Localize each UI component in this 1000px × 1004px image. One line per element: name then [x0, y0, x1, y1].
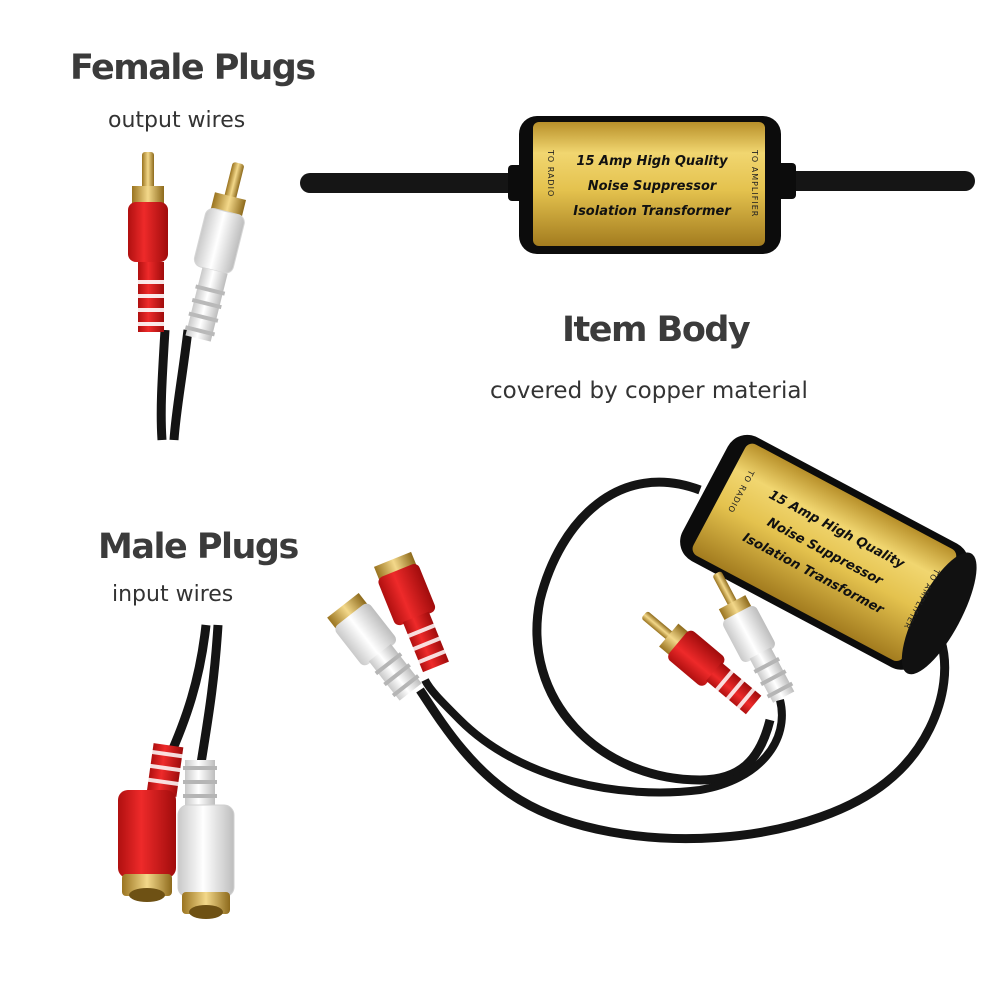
female-rca-plugs-bottom [118, 624, 235, 919]
device-side-left: TO RADIO [546, 149, 555, 197]
red-female-plug-icon [373, 551, 449, 673]
red-male-plug-icon-2 [642, 611, 762, 715]
white-male-plug-icon [184, 162, 247, 342]
white-female-plug-icon [327, 593, 422, 701]
device-label-line1: 15 Amp High Quality [576, 154, 728, 169]
female-plugs-title: Female Plugs [70, 48, 316, 88]
item-body-title: Item Body [562, 310, 751, 350]
item-body-subtitle: covered by copper material [490, 378, 808, 404]
male-plugs-subtitle: input wires [112, 582, 234, 607]
device-side-right: TO AMPLIFIER [750, 149, 759, 217]
male-rca-plugs-top [128, 152, 247, 441]
white-male-plug-icon-2 [713, 571, 795, 703]
transformer-top: 15 Amp High Quality Noise Suppressor Iso… [300, 116, 975, 254]
device-label-line3: Isolation Transformer [573, 204, 732, 219]
red-female-plug-bottom-icon [118, 743, 185, 902]
male-plugs-title: Male Plugs [98, 527, 299, 567]
white-female-plug-bottom-icon [177, 760, 235, 919]
red-male-plug-icon [128, 152, 168, 332]
transformer-assembly: 15 Amp High Quality Noise Suppressor Iso… [327, 434, 977, 844]
device-label-line2: Noise Suppressor [588, 179, 718, 194]
female-plugs-subtitle: output wires [108, 108, 246, 133]
